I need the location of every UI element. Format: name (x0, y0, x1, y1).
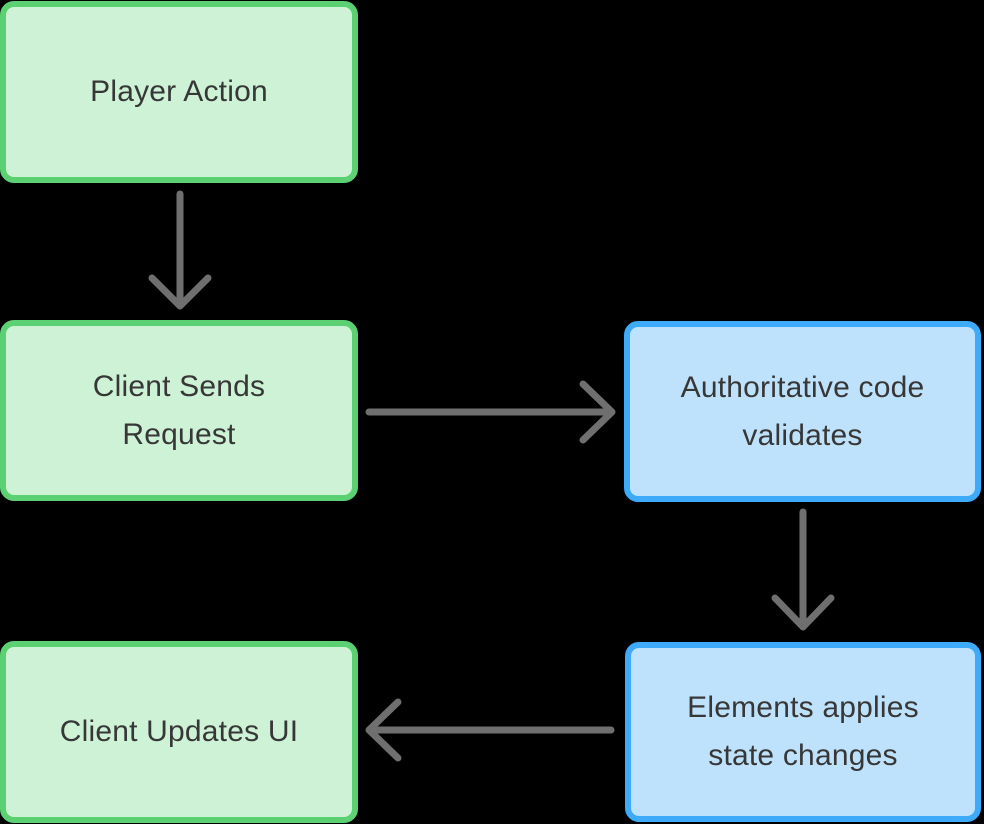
node-authoritative-code-validates: Authoritative code validates (624, 321, 981, 502)
node-player-action-label: Player Action (90, 75, 268, 108)
node-authoritative-code-validates-label: Authoritative code validates (680, 370, 925, 452)
node-elements-applies-state-changes: Elements applies state changes (625, 642, 981, 822)
node-client-sends-request-label: Client Sends Request (92, 369, 266, 451)
node-elements-applies-state-changes-label: Elements applies state changes (687, 691, 919, 772)
arrow-client-sends-request-to-authoritative-code-icon (365, 380, 616, 444)
node-client-updates-ui: Client Updates UI (0, 641, 358, 823)
arrow-elements-applies-to-client-updates-ui-icon (365, 698, 615, 762)
node-client-sends-request: Client Sends Request (0, 320, 358, 501)
arrow-authoritative-code-to-elements-applies-icon (771, 508, 835, 631)
arrow-player-action-to-client-sends-request-icon (148, 190, 212, 310)
node-player-action: Player Action (0, 1, 358, 183)
node-client-updates-ui-label: Client Updates UI (59, 715, 299, 748)
